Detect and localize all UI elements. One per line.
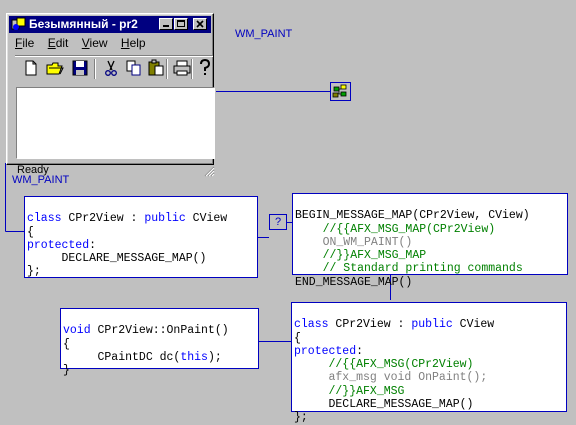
menu-file[interactable]: File xyxy=(15,36,35,50)
code-line: DECLARE_MESSAGE_MAP() xyxy=(27,252,207,266)
code-line: ON_WM_PAINT() xyxy=(295,235,413,249)
code-line: }; xyxy=(294,411,308,425)
client-area[interactable] xyxy=(16,87,215,159)
onpaint-code: void CPr2View::OnPaint(){ CPaintDC dc(th… xyxy=(60,308,259,377)
menu-help[interactable]: Help xyxy=(120,36,146,50)
save-icon[interactable] xyxy=(70,58,90,78)
code-line: { xyxy=(294,331,301,345)
code-line: END_MESSAGE_MAP() xyxy=(295,275,413,289)
code-line: protected: xyxy=(27,238,97,252)
menu-view[interactable]: View xyxy=(81,36,108,50)
maximize-button[interactable] xyxy=(174,18,188,30)
toolbar xyxy=(15,55,213,85)
question-box[interactable]: ? xyxy=(269,214,287,230)
code-line: void CPr2View::OnPaint() xyxy=(63,324,229,338)
class-declaration-code: class CPr2View : public CView{protected:… xyxy=(24,196,258,278)
app-window: Безымянный - pr2 File Edit View Help xyxy=(6,13,215,177)
code-line: { xyxy=(27,225,34,239)
class-view-icon[interactable] xyxy=(330,82,351,101)
code-line: afx_msg void OnPaint(); xyxy=(294,371,488,385)
menu-edit-rest: dit xyxy=(55,36,69,50)
menu-file-rest: ile xyxy=(22,36,35,50)
code-line: DECLARE_MESSAGE_MAP() xyxy=(294,398,474,412)
maximize-icon xyxy=(177,20,185,27)
close-icon xyxy=(196,20,204,28)
code-line: class CPr2View : public CView xyxy=(294,318,495,332)
copy-icon[interactable] xyxy=(124,58,144,78)
code-line: //}}AFX_MSG xyxy=(294,384,405,398)
size-grip-icon[interactable] xyxy=(203,165,215,177)
open-folder-icon[interactable] xyxy=(45,58,65,78)
code-line: class CPr2View : public CView xyxy=(27,212,228,226)
help-icon[interactable] xyxy=(197,58,211,78)
menu-bar: File Edit View Help xyxy=(15,36,156,52)
menu-view-rest: iew xyxy=(89,36,108,50)
class-full-code: class CPr2View : public CView{protected:… xyxy=(291,302,567,424)
message-map-code: BEGIN_MESSAGE_MAP(CPr2View, CView) //{{A… xyxy=(292,193,568,289)
wm-paint-label-top: WM_PAINT xyxy=(235,28,293,40)
code-line: BEGIN_MESSAGE_MAP(CPr2View, CView) xyxy=(295,209,530,223)
code-line: } xyxy=(63,364,70,378)
window-title: Безымянный - pr2 xyxy=(29,17,138,31)
paste-icon[interactable] xyxy=(146,58,166,78)
menu-edit[interactable]: Edit xyxy=(47,36,69,50)
code-line: //}}AFX_MSG_MAP xyxy=(295,249,427,263)
code-line: //{{AFX_MSG_MAP(CPr2View) xyxy=(295,222,496,236)
print-icon[interactable] xyxy=(172,58,192,78)
minimize-icon xyxy=(163,25,169,27)
code-line: CPaintDC dc(this); xyxy=(63,350,222,364)
status-bar-text: Ready xyxy=(17,164,49,176)
code-line: { xyxy=(63,337,70,351)
code-line: protected: xyxy=(294,344,364,358)
toolbar-separators xyxy=(15,55,213,79)
title-bar: Безымянный - pr2 xyxy=(9,16,211,33)
code-line: // Standard printing commands xyxy=(295,262,523,276)
code-line: }; xyxy=(27,265,41,279)
menu-help-rest: elp xyxy=(129,36,146,50)
new-file-icon[interactable] xyxy=(21,58,41,78)
wm-paint-label-left: WM_PAINT xyxy=(12,174,70,186)
cut-icon[interactable] xyxy=(101,58,121,78)
close-button[interactable] xyxy=(193,18,207,30)
minimize-button[interactable] xyxy=(159,18,173,30)
code-line: //{{AFX_MSG(CPr2View) xyxy=(294,358,474,372)
app-icon xyxy=(11,17,26,30)
